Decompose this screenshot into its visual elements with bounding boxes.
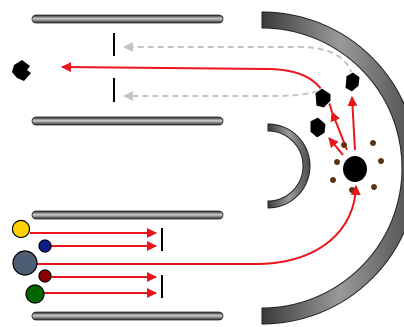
- bead: [330, 177, 336, 183]
- fragment-upper: [344, 71, 361, 93]
- bead: [334, 159, 340, 165]
- slate-circle: [12, 250, 38, 276]
- fragment-escaped: [12, 60, 31, 81]
- bead: [370, 140, 376, 146]
- green-circle: [25, 284, 45, 304]
- channel-wall-top-upper: [31, 14, 224, 24]
- channel-wall-bottom-lower: [31, 311, 224, 321]
- channel-wall-bottom-upper: [31, 210, 224, 220]
- gray-dashed-arrow-top: [123, 42, 353, 76]
- red-return-arrow: [61, 62, 333, 113]
- red-import-arrow: [36, 185, 361, 265]
- bead: [378, 158, 384, 164]
- bead: [341, 142, 347, 148]
- gray-dashed-arrow-bottom: [123, 90, 319, 101]
- bead: [371, 184, 377, 190]
- fragment-middle: [314, 87, 332, 109]
- small-half-ring: [267, 123, 311, 209]
- bead: [349, 187, 355, 193]
- dark-red-circle: [38, 269, 52, 283]
- red-fan-arrow-upper: [347, 96, 358, 151]
- channel-wall-top-lower: [31, 116, 224, 126]
- blue-circle: [38, 239, 52, 253]
- large-half-ring: [261, 11, 404, 325]
- central-body: [343, 156, 367, 182]
- yellow-circle: [11, 219, 31, 239]
- fragment-lower: [309, 116, 327, 139]
- red-fan-arrow-lower: [328, 137, 344, 156]
